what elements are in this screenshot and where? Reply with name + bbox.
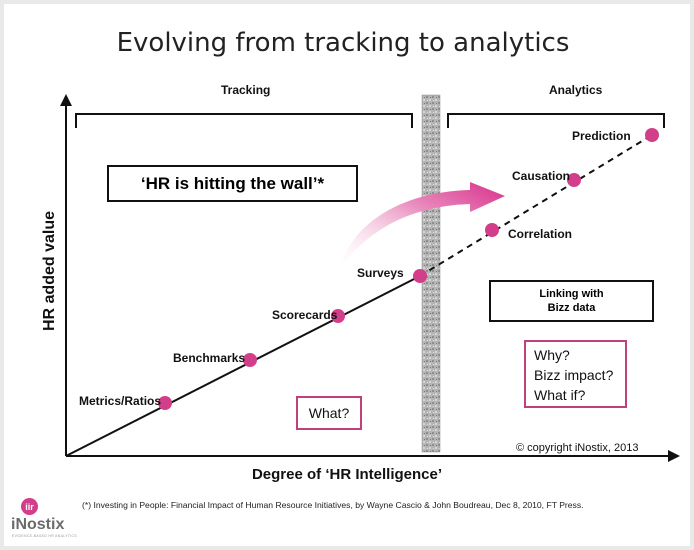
- wall-quote-box: ‘HR is hitting the wall’*: [107, 165, 358, 202]
- why-box: Why? Bizz impact? What if?: [524, 340, 627, 408]
- benchmarks-label: Benchmarks: [173, 351, 246, 365]
- copyright-text: © copyright iNostix, 2013: [516, 442, 639, 454]
- wall-quote-text: ‘HR is hitting the wall’*: [140, 173, 325, 193]
- why-line-1: Why?: [534, 347, 570, 363]
- linking-box: Linking with Bizz data: [489, 280, 654, 322]
- benchmarks-dot: [243, 353, 257, 367]
- prediction-label: Prediction: [572, 129, 631, 143]
- scorecards-dot: [331, 309, 345, 323]
- prediction-dot: [645, 128, 659, 142]
- why-line-3: What if?: [534, 387, 586, 403]
- analytics-label: Analytics: [549, 83, 603, 97]
- analytics-trend-line: [419, 134, 653, 277]
- tracking-trend-line: [65, 275, 421, 457]
- logo-mark-text: iir: [25, 501, 34, 512]
- causation-label: Causation: [512, 169, 571, 183]
- metrics-label: Metrics/Ratios: [79, 394, 162, 408]
- logo-mark-icon: iir: [21, 498, 38, 515]
- why-line-2: Bizz impact?: [534, 367, 614, 383]
- what-box: What?: [296, 396, 362, 430]
- surveys-label: Surveys: [357, 266, 404, 280]
- metrics-dot: [158, 396, 172, 410]
- y-axis-arrowhead: [60, 94, 72, 106]
- correlation-label: Correlation: [508, 227, 573, 241]
- scorecards-label: Scorecards: [272, 308, 338, 322]
- logo-tagline: EVIDENCE-BASED HR ANALYTICS: [12, 534, 78, 538]
- x-axis-label: Degree of ‘HR Intelligence’: [251, 466, 443, 483]
- slide-title: Evolving from tracking to analytics: [116, 28, 570, 58]
- surveys-dot: [413, 269, 427, 283]
- causation-dot: [567, 173, 581, 187]
- linking-line-1: Linking with: [539, 288, 604, 300]
- curved-arrow: [340, 182, 505, 268]
- tracking-label: Tracking: [221, 83, 271, 97]
- footnote: (*) Investing in People: Financial Impac…: [82, 500, 584, 510]
- tracking-bracket: [75, 113, 413, 128]
- y-axis-label: HR added value: [41, 210, 58, 332]
- correlation-dot: [485, 223, 499, 237]
- what-text: What?: [308, 405, 350, 421]
- logo-name: iNostix: [11, 516, 65, 533]
- analytics-bracket: [447, 113, 665, 128]
- x-axis-arrowhead: [668, 450, 680, 462]
- linking-line-2: Bizz data: [547, 302, 596, 314]
